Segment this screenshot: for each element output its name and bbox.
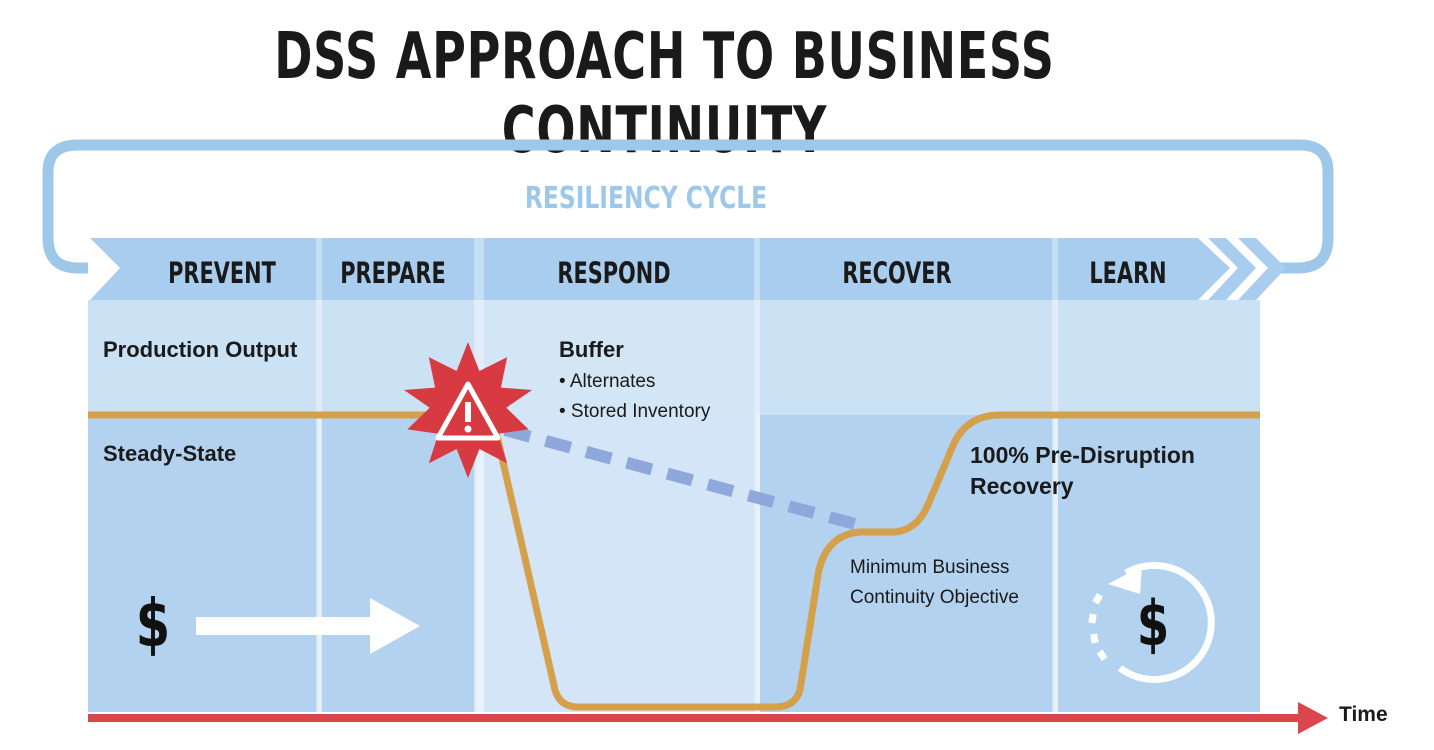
dollar-sign-right: $	[1137, 587, 1169, 659]
recovery-label-line1: 100% Pre-Disruption	[970, 442, 1195, 468]
recovery-label-line2: Recovery	[970, 473, 1074, 499]
buffer-label: Buffer	[559, 337, 624, 362]
column-dividers	[316, 238, 1058, 712]
phase-learn: LEARN	[1089, 257, 1166, 290]
production-band	[88, 300, 1260, 415]
phase-bar	[90, 238, 1230, 300]
steady-state-label: Steady-State	[103, 441, 236, 466]
dollar-sign-left: $	[136, 585, 170, 662]
buffer-dashed-line	[503, 424, 872, 534]
phase-recover: RECOVER	[842, 257, 951, 290]
production-output-label: Production Output	[103, 337, 298, 362]
buffer-item-stored-inventory: • Stored Inventory	[559, 401, 711, 422]
page-title: DSS APPROACH TO BUSINESS CONTINUITY	[274, 20, 1055, 168]
warning-icon	[435, 381, 501, 441]
resiliency-cycle-label: RESILIENCY CYCLE	[525, 181, 767, 216]
minimum-objective-line2: Continuity Objective	[850, 587, 1019, 608]
resiliency-cycle-loop	[42, 139, 1334, 274]
phase-respond: RESPOND	[557, 257, 670, 290]
arrow-right-icon	[196, 598, 420, 654]
minimum-objective-line1: Minimum Business	[850, 557, 1009, 578]
phase-prepare: PREPARE	[340, 257, 445, 290]
production-output-line	[88, 411, 1260, 711]
time-axis-arrowhead	[1298, 702, 1328, 734]
buffer-item-alternates: • Alternates	[559, 371, 655, 392]
chevron-arrows-icon	[1208, 238, 1286, 300]
refresh-cycle-icon	[1088, 561, 1215, 683]
time-label: Time	[1339, 703, 1388, 726]
phase-prevent: PREVENT	[168, 257, 276, 290]
